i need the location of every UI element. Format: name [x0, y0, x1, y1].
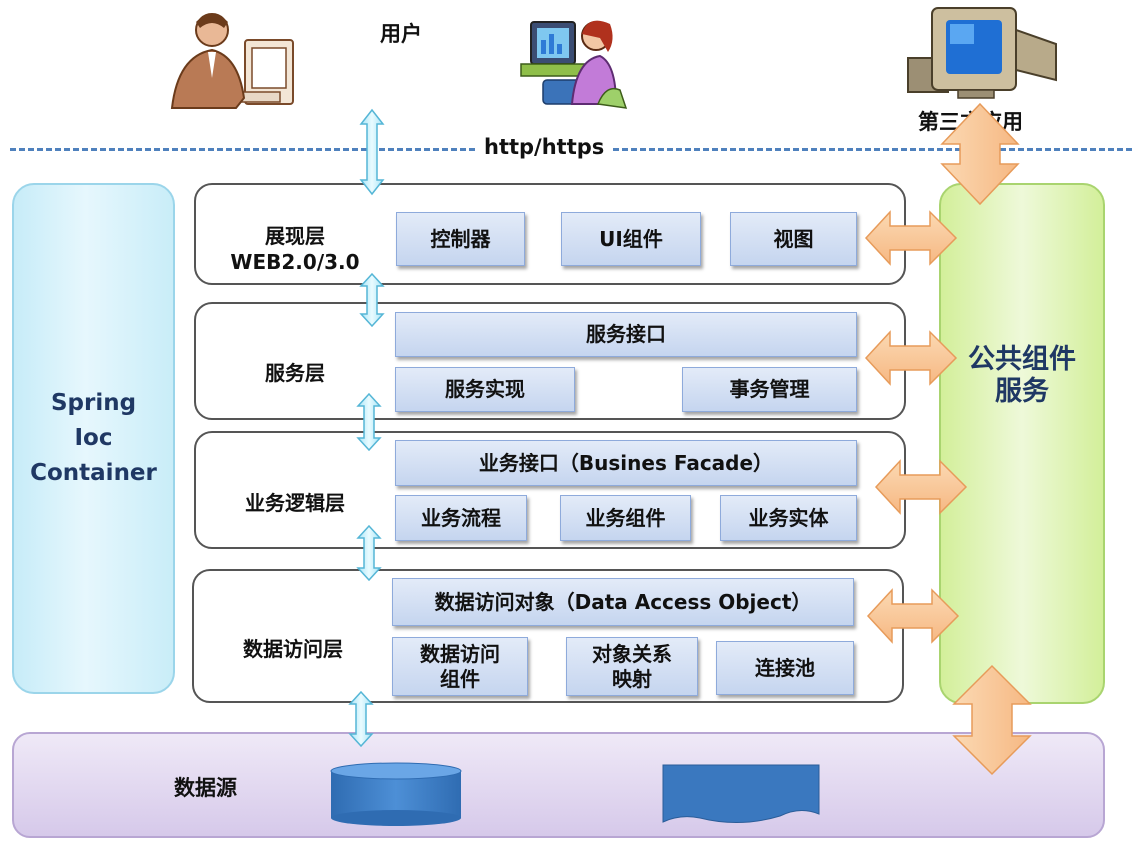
business-component-box: 业务组件	[560, 495, 691, 541]
public-component-service: 公共组件 服务	[939, 183, 1105, 704]
businessman-computer-icon	[170, 13, 294, 109]
presentation-to-service-arrow	[359, 272, 385, 328]
database-cylinder-icon	[330, 762, 462, 826]
cyan-double-arrows	[348, 108, 385, 748]
orange-double-arrows	[864, 210, 968, 644]
business-entity-box: 业务实体	[720, 495, 857, 541]
spring-container: Spring Ioc Container	[12, 183, 175, 694]
woman-computer-icon	[520, 20, 628, 109]
view-box: 视图	[730, 212, 857, 266]
presentation-public-arrow	[864, 210, 958, 266]
data-access-component-box: 数据访问 组件	[392, 637, 528, 696]
users-to-presentation-arrow	[359, 108, 385, 196]
business-public-arrow	[874, 459, 968, 515]
document-icon	[662, 764, 820, 823]
spring-container-label: Spring Ioc Container	[30, 390, 157, 486]
service-impl-box: 服务实现	[395, 367, 575, 412]
protocol-label: http/https	[478, 135, 611, 159]
desktop-computer-icon	[907, 7, 1057, 99]
third-party-public-arrow	[940, 102, 1020, 206]
business-interface-box: 业务接口（Busines Facade）	[395, 440, 857, 486]
service-interface-box: 服务接口	[395, 312, 857, 357]
service-public-arrow	[864, 330, 958, 386]
public-datasource-arrow	[952, 664, 1032, 776]
data-access-layer-label: 数据访问层	[243, 637, 343, 661]
data-access-public-arrow	[866, 588, 960, 644]
controller-box: 控制器	[396, 212, 525, 266]
data-source-label: 数据源	[174, 776, 237, 800]
connection-pool-box: 连接池	[716, 641, 854, 695]
service-layer-label: 服务层	[265, 361, 325, 385]
ui-component-box: UI组件	[561, 212, 701, 266]
business-logic-layer-label: 业务逻辑层	[245, 491, 345, 515]
data-access-to-source-arrow	[348, 690, 374, 748]
transaction-management-box: 事务管理	[682, 367, 857, 412]
data-source-panel	[12, 732, 1105, 838]
public-component-service-label: 公共组件 服务	[968, 343, 1076, 407]
service-to-business-arrow	[356, 392, 382, 452]
dao-box: 数据访问对象（Data Access Object）	[392, 578, 854, 626]
business-process-box: 业务流程	[395, 495, 527, 541]
users-label: 用户	[380, 22, 422, 46]
business-to-data-access-arrow	[356, 524, 382, 582]
presentation-layer-label: 展现层 WEB2.0/3.0	[230, 224, 360, 274]
orm-box: 对象关系 映射	[566, 637, 698, 696]
